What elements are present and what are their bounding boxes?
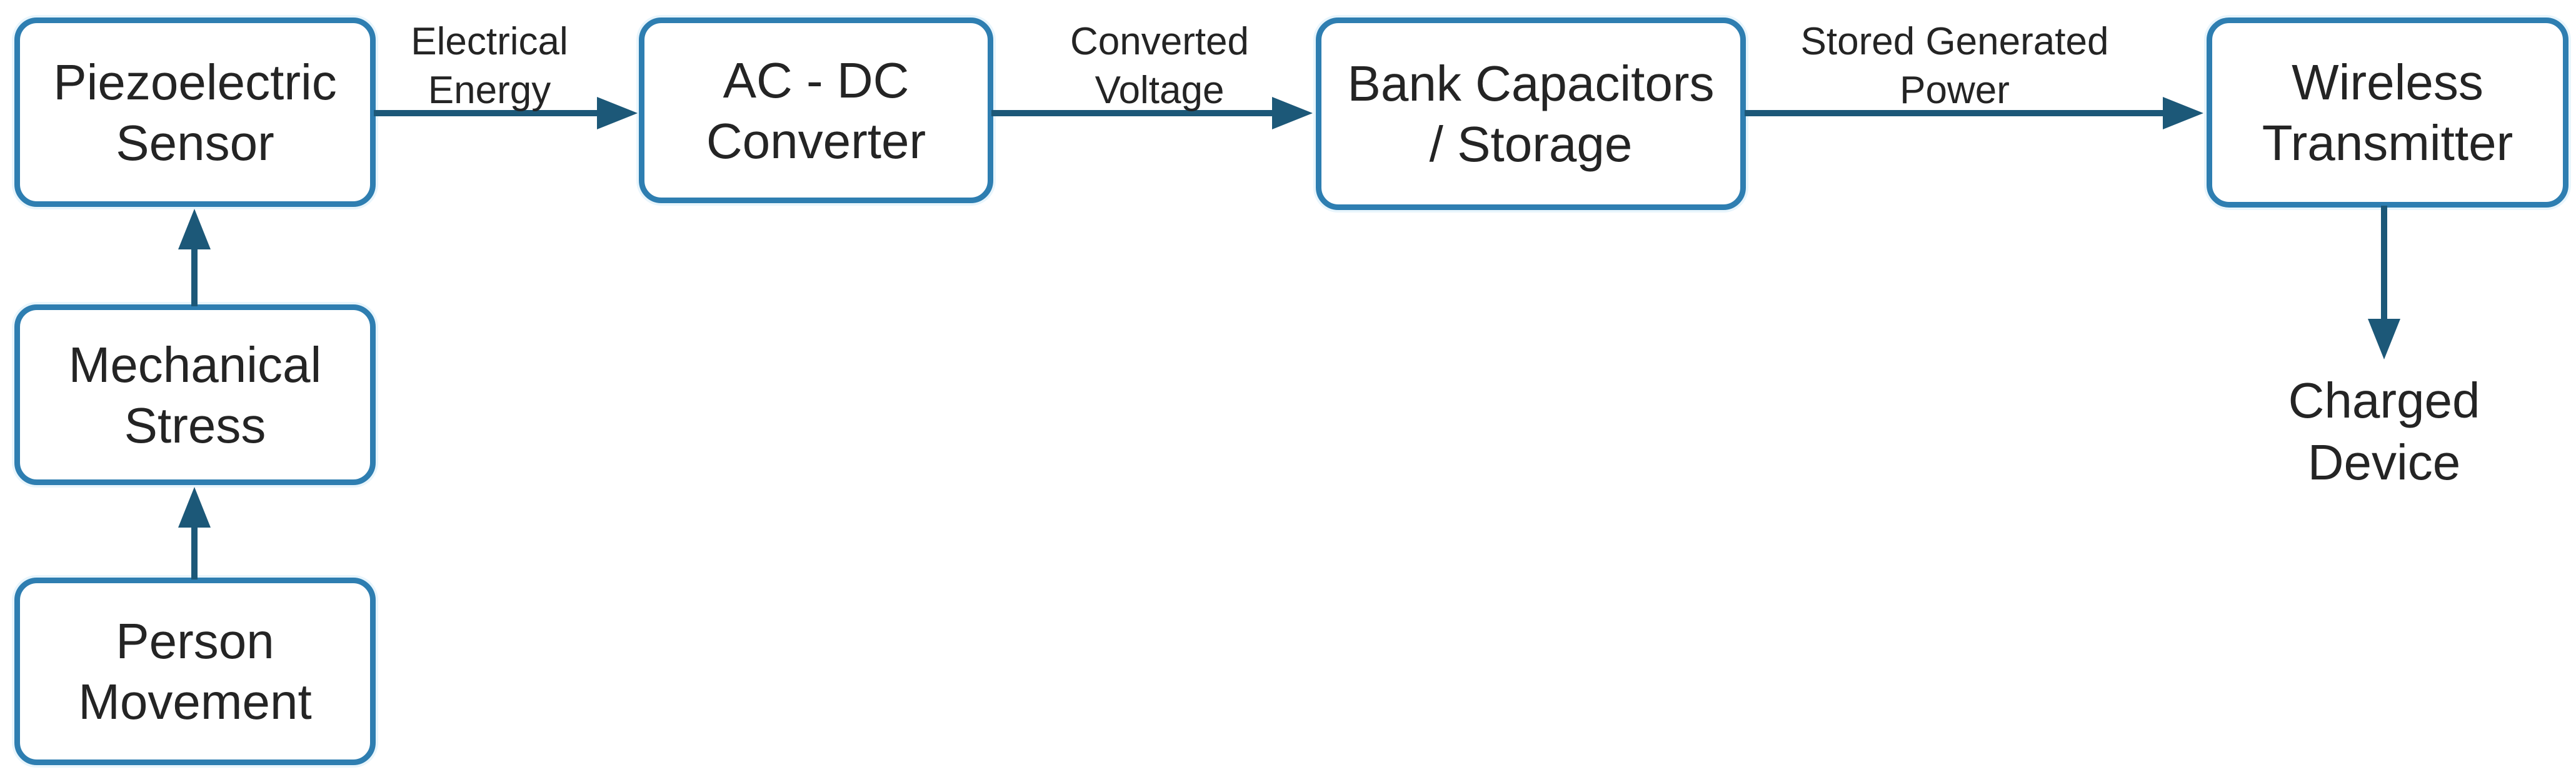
arrow-line-person-to-mechanical bbox=[191, 527, 198, 579]
edge-label-line: Electrical bbox=[411, 20, 568, 63]
node-person-movement: Person Movement bbox=[14, 578, 376, 765]
node-label-line: Person bbox=[116, 613, 274, 669]
arrowhead-right-icon bbox=[1272, 97, 1313, 129]
terminal-charged-device: Charged Device bbox=[2288, 369, 2480, 493]
arrowhead-down-icon bbox=[2368, 319, 2400, 359]
node-label-line: AC - DC bbox=[723, 52, 910, 108]
edge-label-line: Power bbox=[1900, 69, 2010, 112]
node-label-line: / Storage bbox=[1429, 116, 1633, 172]
node-mechanical-stress: Mechanical Stress bbox=[14, 304, 376, 485]
node-label-line: Mechanical bbox=[68, 336, 322, 393]
node-piezoelectric-sensor: Piezoelectric Sensor bbox=[14, 18, 376, 207]
arrow-line-electrical-energy bbox=[374, 110, 599, 116]
arrowhead-right-icon bbox=[597, 97, 638, 129]
arrow-line-stored-generated-power bbox=[1745, 110, 2165, 116]
edge-label-converted-voltage: Converted Voltage bbox=[1070, 18, 1249, 115]
arrow-line-converted-voltage bbox=[991, 110, 1274, 116]
edge-label-line: Voltage bbox=[1095, 69, 1225, 112]
node-bank-capacitors-storage: Bank Capacitors / Storage bbox=[1316, 18, 1746, 210]
node-label-line: Piezoelectric bbox=[53, 54, 337, 110]
node-label-line: Bank Capacitors bbox=[1347, 56, 1715, 111]
edge-label-stored-generated-power: Stored Generated Power bbox=[1801, 18, 2109, 115]
edge-label-electrical-energy: Electrical Energy bbox=[411, 18, 568, 115]
terminal-label-line: Device bbox=[2307, 434, 2461, 490]
node-wireless-transmitter: Wireless Transmitter bbox=[2207, 18, 2568, 208]
arrowhead-up-icon bbox=[178, 487, 211, 528]
node-ac-dc-converter: AC - DC Converter bbox=[639, 18, 993, 203]
arrow-line-mechanical-to-piezo bbox=[191, 249, 198, 306]
node-label-line: Sensor bbox=[116, 114, 274, 171]
node-label-line: Transmitter bbox=[2262, 115, 2513, 171]
arrowhead-right-icon bbox=[2163, 97, 2203, 129]
edge-label-line: Converted bbox=[1070, 20, 1250, 63]
edge-label-line: Energy bbox=[428, 69, 551, 112]
edge-label-line: Stored Generated bbox=[1800, 20, 2109, 63]
node-label-line: Wireless bbox=[2292, 54, 2483, 110]
node-label-line: Stress bbox=[124, 397, 266, 453]
arrowhead-up-icon bbox=[178, 209, 211, 249]
node-label-line: Converter bbox=[706, 113, 926, 169]
terminal-label-line: Charged bbox=[2288, 373, 2480, 428]
node-label-line: Movement bbox=[78, 674, 312, 729]
arrow-line-transmitter-to-charged-device bbox=[2381, 206, 2387, 319]
